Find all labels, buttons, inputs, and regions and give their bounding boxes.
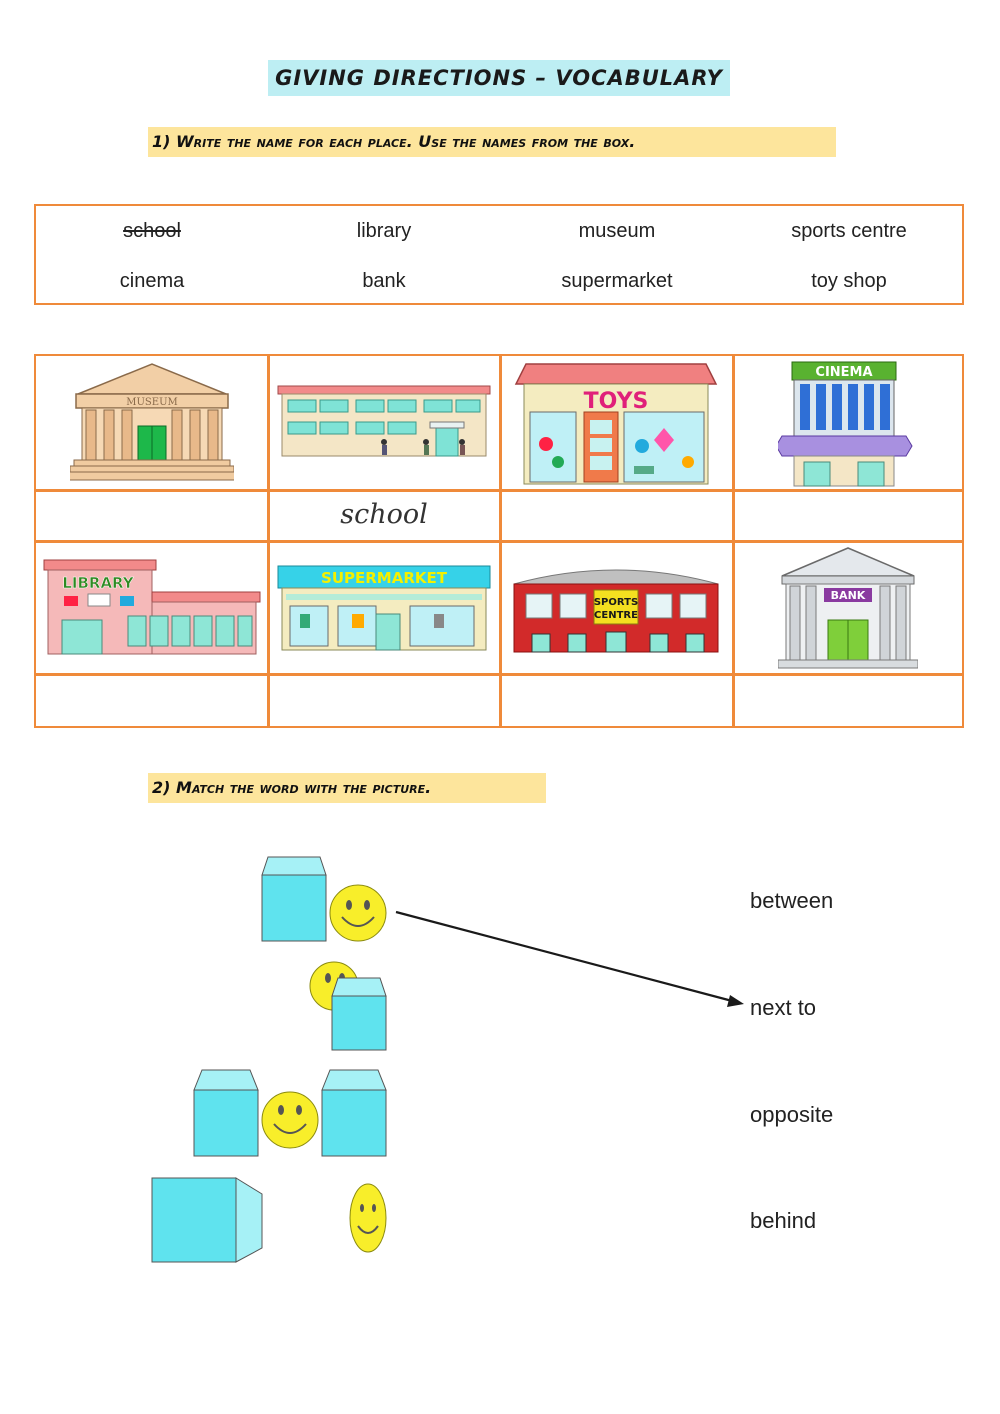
bank-picture: BANK	[778, 547, 918, 669]
between-figure	[193, 1069, 387, 1157]
library-sign: LIBRARY	[62, 574, 134, 592]
word-box-item: bank	[362, 270, 406, 292]
word-box-item: sports centre	[791, 220, 907, 242]
word-box-item: museum	[578, 220, 656, 242]
library-picture: LIBRARY	[43, 559, 261, 655]
exercise-2-instruction: 2) Match the word with the picture.	[148, 773, 546, 803]
sports-sign-line-2: CENTRE	[594, 610, 638, 621]
cinema-picture: CINEMA	[778, 361, 913, 487]
behind-figure	[309, 961, 387, 1051]
word-box-item: supermarket	[561, 270, 673, 292]
supermarket-sign: SUPERMARKET	[321, 569, 448, 587]
sports-sign-line-1: SPORTS	[594, 597, 638, 608]
opposite-figure	[151, 1177, 387, 1263]
word-box-item: school	[123, 220, 181, 242]
cinema-sign: CINEMA	[815, 365, 872, 380]
word-box: school library museum sports centre cine…	[34, 204, 964, 305]
match-arrow-icon	[395, 910, 744, 1007]
word-box-item: library	[356, 220, 412, 242]
next-to-figure	[261, 856, 387, 942]
supermarket-picture: SUPERMARKET	[277, 565, 491, 651]
match-word-next-to[interactable]: next to	[750, 995, 817, 1020]
school-picture	[277, 385, 491, 457]
places-grid: MUSEUM TOYS	[34, 354, 964, 728]
match-word-between[interactable]: between	[750, 888, 834, 913]
answer-field[interactable]: school	[340, 499, 428, 530]
museum-sign: MUSEUM	[126, 397, 177, 408]
page-title: GIVING DIRECTIONS – VOCABULARY	[268, 60, 730, 96]
match-word-behind[interactable]: behind	[750, 1208, 817, 1233]
toys-sign: TOYS	[584, 389, 649, 414]
match-word-opposite[interactable]: opposite	[750, 1102, 834, 1127]
toy-shop-picture: TOYS	[514, 363, 718, 485]
exercise-1-instruction: 1) Write the name for each place. Use th…	[148, 127, 836, 157]
word-box-item: toy shop	[811, 270, 887, 292]
museum-picture: MUSEUM	[70, 363, 234, 481]
sports-centre-picture: SPORTS CENTRE	[513, 569, 719, 653]
word-box-item: cinema	[119, 270, 185, 292]
bank-sign: BANK	[831, 589, 866, 602]
